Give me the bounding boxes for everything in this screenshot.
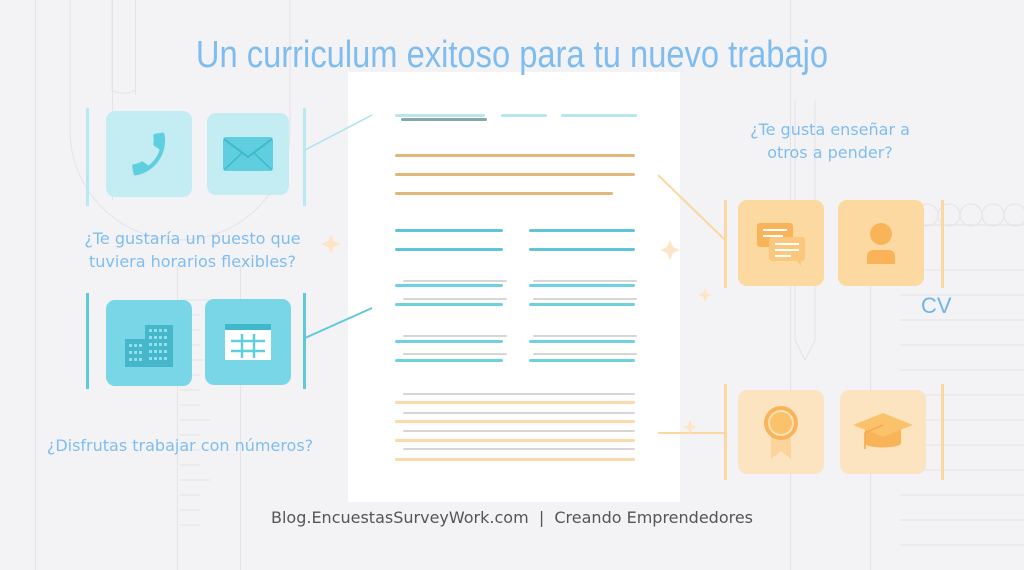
resume-text-line: [395, 303, 503, 306]
resume-text-line: [395, 284, 503, 287]
page-title: Un curriculum exitoso para tu nuevo trab…: [195, 34, 829, 76]
person-icon: [867, 223, 895, 264]
resume-text-line: [395, 458, 635, 461]
bracket-bar: [941, 200, 944, 288]
question-line: ¿Te gusta enseñar a: [750, 120, 910, 139]
resume-text-line: [395, 340, 503, 343]
resume-text-line: [529, 340, 635, 343]
resume-text-line: [395, 192, 613, 195]
bracket-bar: [941, 384, 944, 480]
phone-icon: [132, 132, 166, 176]
bracket-bar: [724, 200, 727, 288]
calendar-tile: [205, 299, 291, 385]
question-line: otros a pender?: [767, 143, 893, 162]
resume-text-line: [403, 393, 635, 395]
resume-text-line: [395, 401, 635, 404]
resume-text-line: [395, 420, 635, 423]
resume-text-line: [403, 430, 635, 432]
resume-text-line: [403, 280, 507, 282]
resume-text-line: [395, 248, 503, 251]
bg-line: [177, 265, 178, 570]
resume-text-line: [395, 229, 503, 232]
person-tile: [838, 200, 924, 286]
resume-header-line: [401, 118, 487, 121]
resume-text-line: [529, 284, 635, 287]
resume-text-line: [395, 359, 503, 362]
resume-header-line: [561, 114, 637, 117]
resume-header-line: [501, 114, 547, 117]
resume-text-line: [533, 353, 637, 355]
calendar-icon: [225, 324, 271, 360]
bracket-bar: [86, 108, 89, 206]
resume-document: [348, 72, 680, 502]
graduation-cap-icon: [853, 413, 913, 449]
chat-tile: [738, 200, 824, 286]
award-tile: [738, 390, 824, 474]
bracket-bar: [724, 384, 727, 480]
resume-text-line: [395, 173, 635, 176]
question-line: tuviera horarios flexibles?: [88, 252, 296, 271]
resume-text-line: [533, 335, 637, 337]
bg-line: [35, 0, 36, 570]
resume-text-line: [533, 280, 637, 282]
cv-label: CV: [921, 293, 952, 318]
resume-text-line: [529, 359, 635, 362]
bg-line: [112, 0, 113, 200]
resume-text-line: [403, 353, 507, 355]
resume-text-line: [395, 439, 635, 442]
resume-header-line: [395, 114, 485, 117]
question-flexible-hours: ¿Te gustaría un puesto que tuviera horar…: [50, 227, 335, 273]
award-ribbon-icon: [764, 406, 798, 459]
question-numbers: ¿Disfrutas trabajar con números?: [46, 436, 314, 455]
resume-text-line: [529, 248, 635, 251]
question-line: ¿Te gustaría un puesto que: [84, 229, 301, 248]
graduation-tile: [840, 390, 926, 474]
resume-text-line: [533, 298, 637, 300]
bg-line: [240, 265, 241, 570]
resume-text-line: [403, 335, 507, 337]
chat-bubbles-icon: [757, 223, 805, 266]
bracket-bar: [303, 108, 306, 206]
resume-text-line: [403, 448, 635, 450]
bracket-bar: [86, 293, 89, 389]
resume-text-line: [403, 298, 507, 300]
email-tile: [207, 113, 289, 195]
question-teaching: ¿Te gusta enseñar a otros a pender?: [700, 118, 960, 164]
bg-line: [135, 0, 136, 95]
footer-credit: Blog.EncuestasSurveyWork.com | Creando E…: [270, 508, 754, 527]
envelope-icon: [223, 137, 273, 171]
phone-tile: [106, 111, 192, 197]
resume-text-line: [403, 412, 635, 414]
bracket-bar: [303, 293, 306, 389]
resume-text-line: [529, 303, 635, 306]
resume-text-line: [395, 154, 635, 157]
resume-text-line: [529, 229, 635, 232]
buildings-icon: [125, 325, 173, 367]
buildings-tile: [106, 300, 192, 386]
